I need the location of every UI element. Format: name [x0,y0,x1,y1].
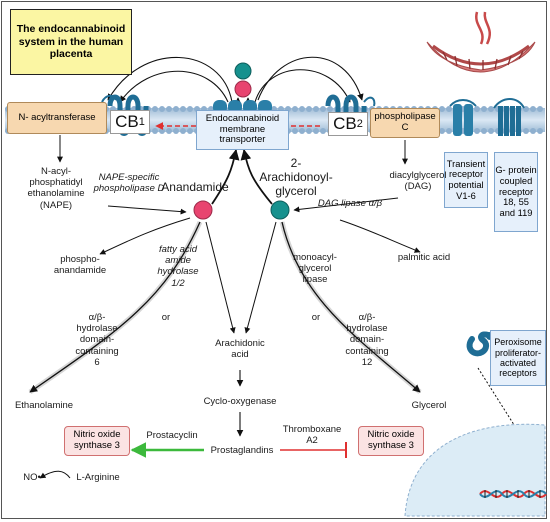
two-ag-molecule [270,200,290,220]
lipid-head [313,128,319,134]
transporter-box: Endocannabinoid membrane transporter [196,110,289,150]
lipid-head [313,106,319,112]
prostaglandins-label: Prostaglandins [210,445,274,456]
lipid-head [348,106,354,112]
lipid-head [530,128,536,134]
lipid-head [474,106,480,112]
lipid-head [152,106,158,112]
prostacyclin-label: Prostacyclin [146,430,198,441]
ppar-box: Peroxisome proliferator- activated recep… [490,330,546,386]
lipid-head [166,128,172,134]
dag-label: diacylglycerol (DAG) [389,170,447,193]
lipid-head [446,106,452,112]
lipid-head [187,106,193,112]
lipid-head [306,128,312,134]
nape-pld-label: NAPE-specific phospholipase D [93,172,165,195]
nos-left-box: Nitric oxide synthase 3 [64,426,130,456]
lipid-head [327,106,333,112]
cb1-text: CB [115,112,139,131]
faah-label: fatty acid amide hydrolase 1/2 [157,244,199,289]
lipid-head [481,106,487,112]
n-acyltransferase-box: N- acyltransferase [7,102,107,134]
gpcr-box: G- protein coupled receptor 18, 55 and 1… [494,152,538,232]
lipid-head [306,106,312,112]
trpv-box: Transient receptor potential V1-6 [444,152,488,208]
phospho-anandamide-label: phospho- anandamide [53,254,107,277]
magl-label: monoacyl- glycerol lipase [293,252,337,286]
gpcr-icon [493,98,525,136]
cb2-subscript: 2 [356,118,363,130]
lipid-head [173,106,179,112]
dna-icon [479,490,547,498]
cb1-subscript: 1 [138,116,145,128]
l-arginine-label: L-Arginine [76,472,120,483]
lipid-head [439,106,445,112]
lipid-head [152,128,158,134]
palmitic-acid-label: palmitic acid [397,252,451,263]
lipid-head [488,128,494,134]
arachidonic-acid-label: Arachidonic acid [215,338,265,361]
lipid-head [173,128,179,134]
lipid-head [292,106,298,112]
anandamide-label: Anandamide [161,180,229,194]
lipid-head [523,128,529,134]
lipid-head [187,128,193,134]
phospholipase-c-box: phospholipase C [370,108,440,138]
placenta-icon [426,11,536,73]
thromboxane-label: Thromboxane A2 [282,424,342,447]
no-label: NO• [23,472,41,483]
lipid-head [488,106,494,112]
lipid-head [537,128,543,134]
diagram-title: The endocannabinoid system in the human … [10,9,132,75]
lipid-head [439,128,445,134]
abhd6-label: α/β- hydrolase domain- containing 6 [75,312,119,368]
anandamide-molecule [193,200,213,220]
abhd12-label: α/β- hydrolase domain- containing 12 [345,312,389,368]
nape-label: N-acyl- phosphatidyl ethanolamine (NAPE) [27,166,85,211]
cb2-text: CB [333,114,357,133]
dag-lipase-label: DAG lipase α/β [317,198,383,209]
nos-right-box: Nitric oxide synthase 3 [358,426,424,456]
two-ag-label: 2- Arachidonoyl- glycerol [259,156,333,199]
two-ag-molecule-top [234,62,252,80]
nucleus-icon [404,423,546,517]
lipid-head [180,128,186,134]
anandamide-molecule-top [234,80,252,98]
lipid-head [481,128,487,134]
or-left-label: or [161,312,171,323]
lipid-head [159,106,165,112]
lipid-head [320,128,326,134]
lipid-head [299,128,305,134]
ethanolamine-label: Ethanolamine [14,400,74,411]
lipid-head [530,106,536,112]
lipid-head [446,128,452,134]
lipid-head [299,106,305,112]
trpv-channel-icon [449,99,477,136]
glycerol-label: Glycerol [411,400,447,411]
lipid-head [474,128,480,134]
or-right-label: or [311,312,321,323]
lipid-head [159,128,165,134]
lipid-head [320,106,326,112]
lipid-head [292,128,298,134]
lipid-head [537,106,543,112]
lipid-head [166,106,172,112]
cyclo-oxygenase-label: Cyclo-oxygenase [203,396,277,407]
lipid-head [180,106,186,112]
